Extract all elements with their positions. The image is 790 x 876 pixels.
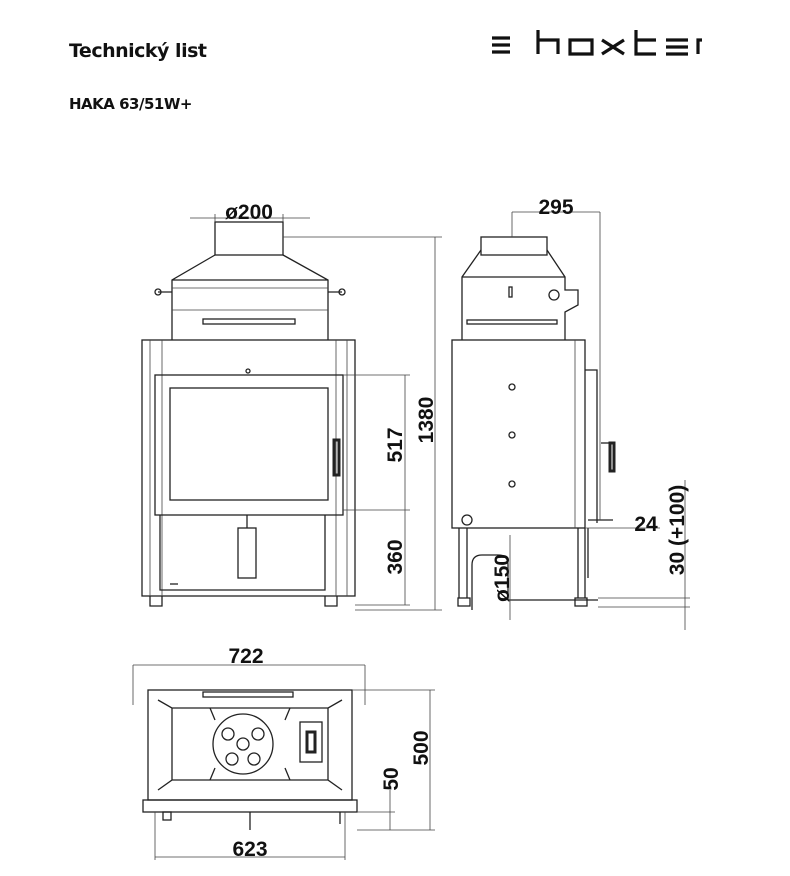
dim-depth: 295 [538, 196, 573, 219]
hoxter-logo [492, 30, 702, 56]
dim-door-depth: 50 [380, 767, 403, 790]
dim-foot-adjust: 30 (+100) [666, 485, 689, 575]
front-view: ø200 517 360 1380 [141, 201, 442, 611]
model-name: HAKA 63/51W+ [69, 95, 192, 113]
top-view: 722 500 50 623 [132, 645, 435, 861]
dim-glass-height: 517 [384, 427, 407, 462]
dim-door-offset: 24 [634, 513, 658, 536]
dim-total-depth: 500 [410, 730, 433, 765]
dim-inner-width: 623 [232, 838, 267, 861]
dim-base-height: 360 [384, 539, 407, 574]
dim-air-inlet-diameter: ø150 [491, 554, 514, 602]
dim-flue-diameter: ø200 [225, 201, 273, 224]
document-title: Technický list [69, 40, 207, 62]
dim-total-width: 722 [228, 645, 263, 668]
side-view: 295 24 30 (+100) ø150 [451, 196, 690, 630]
dim-total-height: 1380 [415, 397, 438, 444]
